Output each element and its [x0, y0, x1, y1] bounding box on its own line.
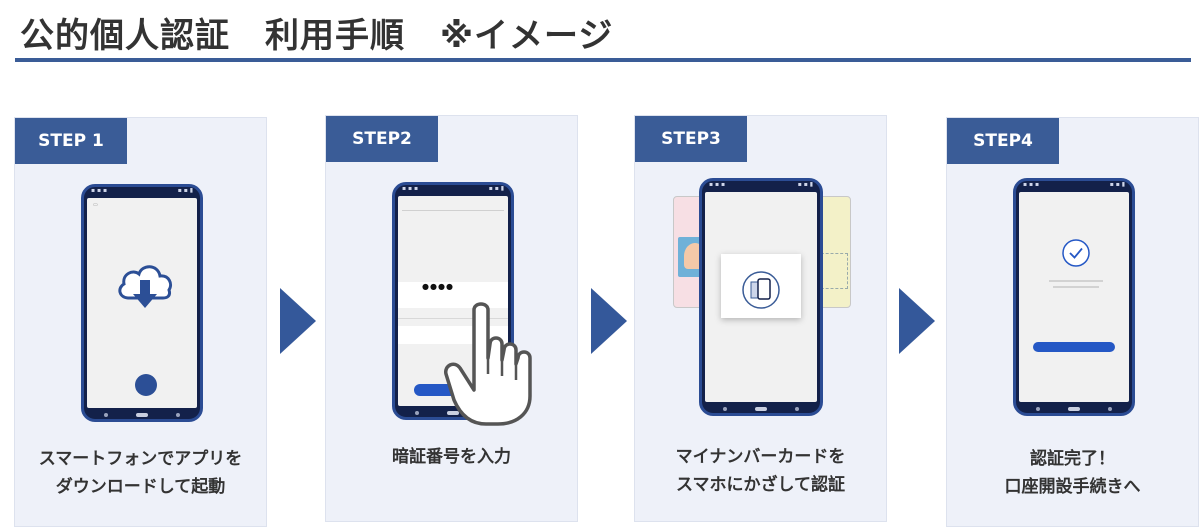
app-launch-button[interactable] [135, 374, 157, 396]
step-1-panel: STEP 1 ▪ ▪ ▪▪ ▪ ▮ ▭ スマートフォンでアプリを ダウンロードし… [14, 117, 267, 527]
card-reading-dialog [721, 254, 801, 318]
step-2-caption: 暗証番号を入力 [392, 447, 511, 467]
title-divider [15, 58, 1191, 62]
next-arrow-2-icon [591, 288, 627, 354]
step-3-caption-line1: マイナンバーカードを [675, 447, 846, 467]
next-arrow-3-icon [899, 288, 935, 354]
apply-button[interactable] [1033, 342, 1115, 352]
step-1-badge: STEP 1 [15, 118, 127, 164]
pin-input[interactable]: ●●●● [422, 282, 454, 291]
checkmark-circle-icon [1062, 239, 1090, 267]
step-1-caption-line1: スマートフォンでアプリを [38, 449, 243, 469]
step-1-caption-line2: ダウンロードして起動 [55, 477, 226, 497]
next-arrow-1-icon [280, 288, 316, 354]
page-title: 公的個人認証 利用手順 ※イメージ [20, 16, 614, 56]
step-4-caption-line1: 認証完了！ [1030, 449, 1115, 469]
step-3-caption-line2: スマホにかざして認証 [676, 475, 845, 495]
step-1-phone: ▪ ▪ ▪▪ ▪ ▮ ▭ [81, 184, 203, 422]
pointing-hand-icon [444, 302, 532, 426]
step-2-panel: STEP2 ▪ ▪ ▪▪ ▪ ▮ ●●●● 暗証番号を入力 [325, 115, 578, 522]
step-4-badge: STEP4 [947, 118, 1059, 164]
cloud-download-icon [118, 265, 173, 308]
step-2-badge: STEP2 [326, 116, 438, 162]
step-4-panel: STEP4 ▪ ▪ ▪▪ ▪ ▮ 認証完了！ 口座開設手続きへ [946, 117, 1199, 527]
step-4-caption-line2: 口座開設手続きへ [1004, 477, 1141, 497]
step-3-badge: STEP3 [635, 116, 747, 162]
step-4-phone: ▪ ▪ ▪▪ ▪ ▮ [1013, 178, 1135, 416]
card-reader-icon [742, 271, 780, 309]
step-3-panel: STEP3 ▪ ▪ ▪▪ ▪ ▮ マイナンバーカードを スマホにかざして認証 [634, 115, 887, 522]
